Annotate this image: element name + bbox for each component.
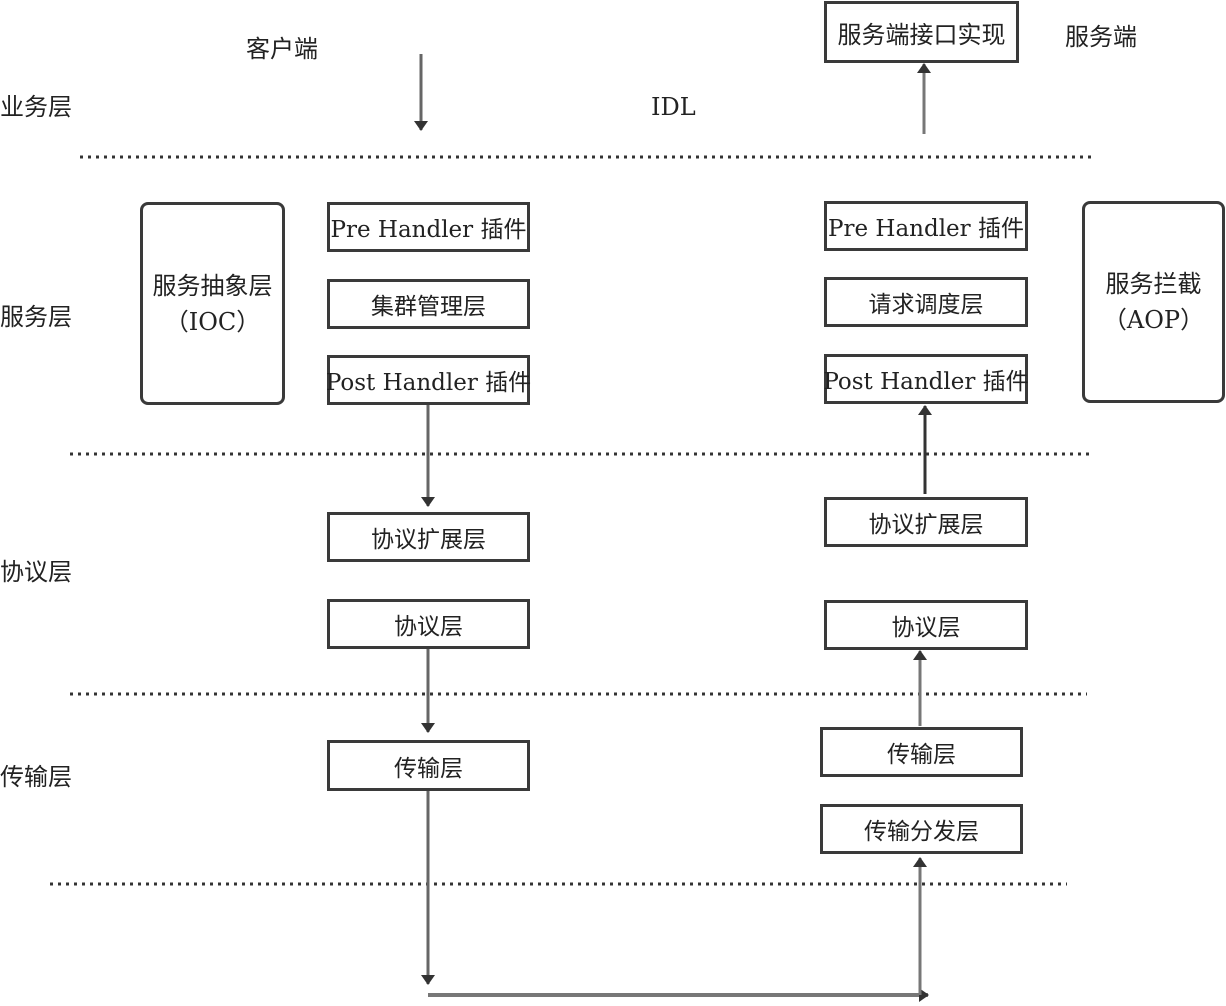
service-intercept-aop-box: 服务拦截 （AOP） (1082, 201, 1225, 403)
client-column-title: 客户端 (246, 35, 318, 63)
server-protocol-ext-box: 协议扩展层 (824, 497, 1028, 547)
client-protocol-box: 协议层 (327, 599, 530, 649)
service-intercept-title: 服务拦截 (1105, 270, 1202, 298)
client-protocol-ext-box: 协议扩展层 (327, 512, 530, 562)
server-protocol-box: 协议层 (824, 600, 1028, 650)
layer-label-transport: 传输层 (0, 763, 72, 791)
service-abstraction-ioc-box: 服务抽象层 （IOC） (140, 202, 285, 405)
client-post-handler-box: Post Handler 插件 (326, 355, 531, 405)
server-transport-box: 传输层 (820, 727, 1023, 777)
server-column-title: 服务端 (1065, 23, 1137, 51)
server-pre-handler-box: Pre Handler 插件 (824, 201, 1028, 251)
layer-label-service: 服务层 (0, 303, 72, 331)
layer-label-business: 业务层 (0, 93, 72, 121)
client-pre-handler-box: Pre Handler 插件 (327, 202, 530, 252)
server-dispatch-box: 请求调度层 (824, 277, 1028, 327)
idl-label: IDL (651, 93, 696, 121)
server-post-handler-box: Post Handler 插件 (823, 354, 1029, 404)
client-transport-box: 传输层 (327, 740, 530, 791)
client-cluster-box: 集群管理层 (327, 279, 530, 329)
layer-label-protocol: 协议层 (0, 558, 72, 586)
server-transport-dispatch-box: 传输分发层 (820, 804, 1023, 854)
service-intercept-sub: （AOP） (1102, 306, 1205, 334)
service-abstraction-sub: （IOC） (164, 307, 261, 336)
server-impl-box: 服务端接口实现 (824, 1, 1019, 63)
service-abstraction-title: 服务抽象层 (152, 271, 273, 300)
